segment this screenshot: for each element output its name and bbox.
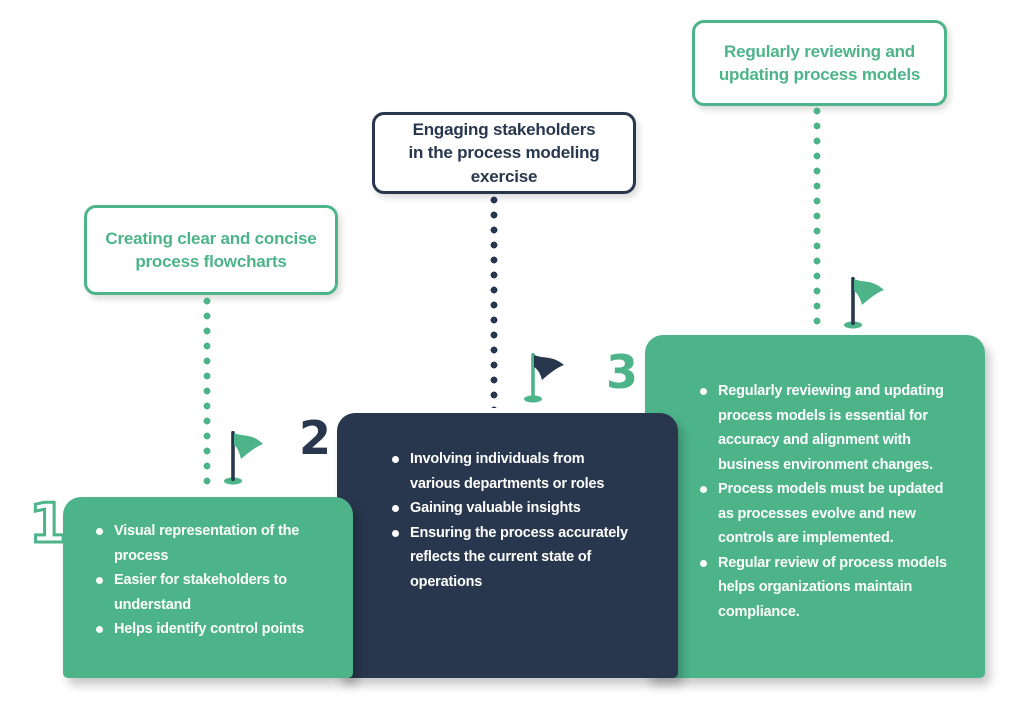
- bullet-item: Easier for stakeholders to understand: [93, 568, 333, 617]
- bullet-item: Regular review of process models helps o…: [697, 551, 949, 625]
- label-text: Creating clear and concise process flowc…: [105, 227, 316, 274]
- flag-icon-2: [524, 353, 564, 403]
- step-number-2: 2: [299, 411, 331, 462]
- bullet-item: Visual representation of the process: [93, 519, 333, 568]
- flag-icon-1: [224, 431, 263, 485]
- label-box-step-2: Engaging stakeholders in the process mod…: [372, 112, 636, 194]
- step-block-2: Involving individuals from various depar…: [337, 413, 678, 678]
- label-line: process flowcharts: [135, 252, 287, 271]
- bullet-item: Helps identify control points: [93, 617, 333, 642]
- flag-icon-3: [844, 277, 884, 329]
- label-text: Engaging stakeholders in the process mod…: [375, 118, 633, 188]
- label-box-step-1: Creating clear and concise process flowc…: [84, 205, 338, 295]
- label-line: in the process modeling exercise: [408, 143, 600, 186]
- label-line: updating process models: [718, 65, 921, 84]
- svg-text:1: 1: [29, 492, 67, 552]
- dotted-connector-2: [490, 196, 498, 408]
- bullet-item: Involving individuals from various depar…: [389, 447, 638, 496]
- label-line: Regularly reviewing and: [724, 41, 915, 61]
- bullet-list-1: Visual representation of the process Eas…: [93, 519, 333, 642]
- step-number-1: 1: [28, 491, 68, 553]
- bullet-list-3: Regularly reviewing and updating process…: [697, 379, 949, 624]
- step-block-3: Regularly reviewing and updating process…: [645, 335, 985, 678]
- bullet-item: Ensuring the process accurately reflects…: [389, 521, 638, 595]
- dotted-connector-1: [203, 297, 211, 489]
- label-text: Regularly reviewing and updating process…: [718, 40, 921, 87]
- bullet-item: Process models must be updated as proces…: [697, 477, 949, 551]
- step-block-1: Visual representation of the process Eas…: [63, 497, 353, 678]
- bullet-item: Regularly reviewing and updating process…: [697, 379, 949, 477]
- step-number-3: 3: [606, 345, 638, 396]
- label-line: Creating clear and concise: [105, 228, 317, 248]
- svg-text:2: 2: [299, 411, 331, 462]
- label-line: Engaging stakeholders: [412, 119, 596, 139]
- bullet-list-2: Involving individuals from various depar…: [389, 447, 638, 594]
- bullet-item: Gaining valuable insights: [389, 496, 638, 521]
- svg-text:3: 3: [606, 345, 638, 396]
- label-box-step-3: Regularly reviewing and updating process…: [692, 20, 947, 106]
- dotted-connector-3: [813, 107, 821, 331]
